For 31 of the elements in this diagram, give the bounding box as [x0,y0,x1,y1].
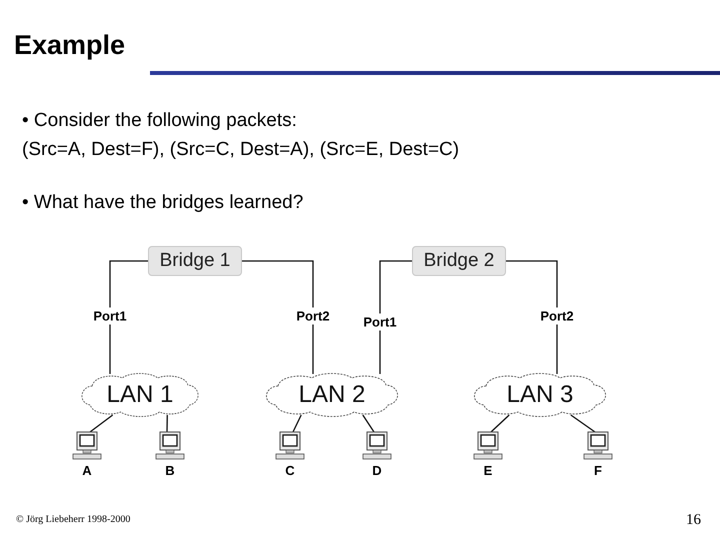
bridge-box: Bridge 2 [412,246,506,276]
copyright-note: © Jörg Liebeherr 1998-2000 [16,514,130,525]
bullet-text: • What have the bridges learned? [22,192,304,214]
network-label: LAN 1 [106,381,174,409]
connector-line [242,260,314,374]
connector-line [109,260,148,374]
slide-title: Example [14,30,126,61]
bullet-text: • Consider the following packets: [22,110,297,132]
port-label: Port1 [363,314,397,330]
connector-line [570,414,596,433]
host-label: D [371,463,383,478]
port-label: Port2 [296,308,330,324]
host-label: F [593,463,603,478]
host-label: E [482,463,494,478]
port-label: Port1 [93,308,127,324]
connector-line [506,260,558,374]
connector-line [379,260,412,374]
packet-list: (Src=A, Dest=F), (Src=C, Dest=A), (Src=E, Dest=C) [22,139,460,161]
page-number: 16 [686,512,701,529]
connector-line [292,414,302,432]
network-label: LAN 3 [506,381,574,409]
connector-line [490,414,510,432]
network-label: LAN 2 [298,381,366,409]
host-label: A [81,463,93,478]
host-label: B [164,463,176,478]
connector-line [166,414,168,432]
port-label: Port2 [540,308,574,324]
host-label: C [284,463,296,478]
bridge-box: Bridge 1 [148,246,242,276]
connector-line [90,414,114,433]
connector-line [362,414,375,432]
